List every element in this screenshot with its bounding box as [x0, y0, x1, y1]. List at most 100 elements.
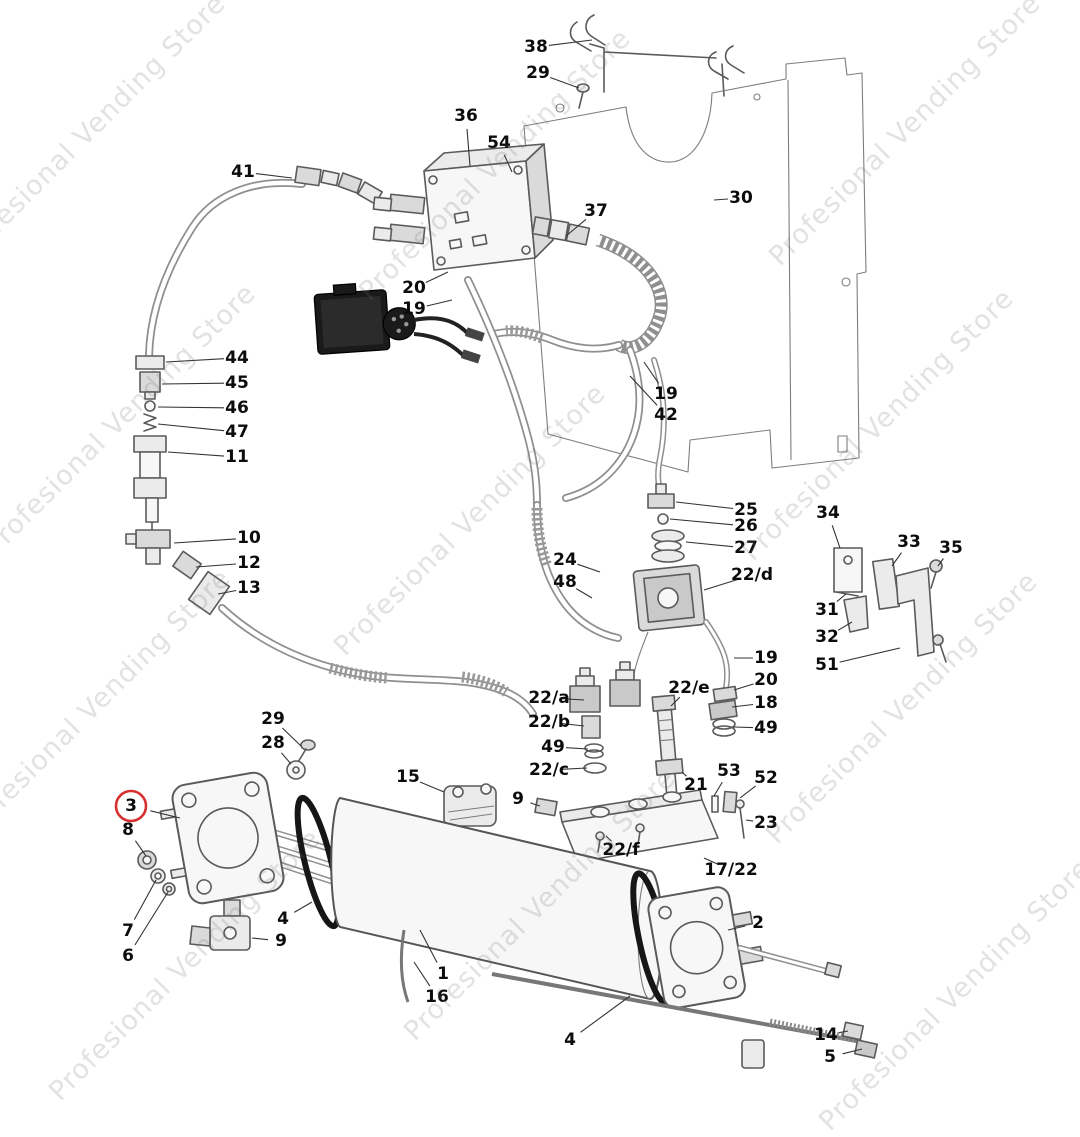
part-label-4: 4 [564, 1030, 576, 1050]
leader-line [133, 879, 157, 920]
leader-line [605, 835, 612, 842]
leader-line [836, 593, 847, 603]
hose-41 [145, 165, 383, 360]
part-label-32: 32 [815, 627, 839, 647]
part-label-30: 30 [729, 188, 753, 208]
leader-line [565, 747, 589, 750]
boiler-cylinder [330, 796, 663, 1001]
part-label-5: 5 [824, 1047, 836, 1067]
part-label-45: 45 [225, 373, 249, 393]
leader-line [669, 518, 734, 526]
part-label-22-e: 22/e [668, 678, 709, 698]
part-label-53: 53 [717, 761, 741, 781]
leader-line [732, 726, 754, 729]
leader-line [643, 361, 660, 384]
leader-line [831, 525, 841, 549]
leader-line [727, 925, 746, 931]
part-label-16: 16 [425, 987, 449, 1007]
leader-line [703, 578, 740, 591]
leader-line [134, 891, 169, 946]
leader-line [561, 698, 585, 701]
part-label-46: 46 [225, 398, 249, 418]
part-label-29: 29 [261, 709, 285, 729]
leader-line [426, 299, 453, 307]
part-label-34: 34 [816, 503, 840, 523]
middle-hoses [464, 276, 667, 642]
leader-line [161, 382, 225, 385]
part-label-8: 8 [122, 820, 134, 840]
leader-line [425, 271, 449, 283]
part-label-20: 20 [754, 670, 778, 690]
leader-line [251, 937, 269, 941]
part-label-9: 9 [512, 789, 524, 809]
part-label-21: 21 [684, 775, 708, 795]
leader-line [629, 375, 658, 406]
part-label-49: 49 [754, 718, 778, 738]
part-label-42: 42 [654, 405, 678, 425]
leader-line [150, 810, 181, 819]
part-label-19: 19 [654, 384, 678, 404]
leader-line [282, 727, 302, 747]
relay [443, 783, 497, 827]
leader-line [293, 901, 313, 913]
leader-line [685, 541, 734, 548]
part-label-13: 13 [237, 578, 261, 598]
part-label-31: 31 [815, 600, 839, 620]
leader-line [681, 771, 687, 777]
exploded-parts-drawing: 3829365441373020194445464711194210121325… [114, 14, 963, 1069]
part-label-28: 28 [261, 733, 285, 753]
leader-line [165, 358, 225, 363]
part-label-22-c: 22/c [529, 760, 569, 780]
lower-left-hose [218, 604, 537, 718]
leader-line [550, 76, 580, 89]
mounting-panel [523, 57, 867, 473]
part-label-44: 44 [225, 348, 249, 368]
coil-22d-assembly [631, 483, 738, 737]
part-label-2: 2 [752, 913, 764, 933]
leader-line [842, 1048, 863, 1055]
part-label-27: 27 [734, 538, 758, 558]
leader-line [891, 552, 902, 567]
leader-line [739, 785, 757, 799]
leader-line [503, 154, 513, 173]
leader-line [703, 857, 720, 866]
leader-line [575, 588, 593, 599]
part-label-19: 19 [402, 299, 426, 319]
leader-line [157, 406, 225, 409]
part-label-22-a: 22/a [528, 688, 569, 708]
part-label-41: 41 [231, 162, 255, 182]
screw-top [576, 83, 590, 109]
leader-line [281, 752, 292, 765]
leader-line [745, 819, 754, 822]
part-label-17-22: 17/22 [704, 860, 758, 880]
coiled-hose [595, 233, 668, 355]
part-label-51: 51 [815, 655, 839, 675]
part-label-35: 35 [939, 538, 963, 558]
boiler-assembly [137, 771, 879, 1069]
part-label-15: 15 [396, 767, 420, 787]
leader-line [561, 767, 588, 770]
part-label-18: 18 [754, 693, 778, 713]
part-label-1: 1 [437, 964, 449, 984]
part-label-12: 12 [237, 553, 261, 573]
leader-line [167, 451, 225, 457]
leader-line [419, 781, 445, 793]
part-label-22-d: 22/d [731, 565, 773, 585]
part-label-14: 14 [814, 1025, 838, 1045]
part-label-25: 25 [734, 500, 758, 520]
leader-line [670, 696, 681, 707]
solenoid-coil-block [313, 283, 485, 364]
leader-line [195, 563, 237, 568]
part-label-38: 38 [524, 37, 548, 57]
leader-lines [133, 39, 944, 1055]
left-fitting-stack [125, 355, 231, 616]
leader-line [839, 647, 901, 663]
part-label-7: 7 [122, 921, 134, 941]
leader-line [731, 703, 754, 708]
part-label-37: 37 [584, 201, 608, 221]
leader-line [134, 840, 147, 857]
part-label-29: 29 [526, 63, 550, 83]
leader-line [466, 128, 471, 167]
leader-line [675, 501, 734, 510]
part-label-47: 47 [225, 422, 249, 442]
